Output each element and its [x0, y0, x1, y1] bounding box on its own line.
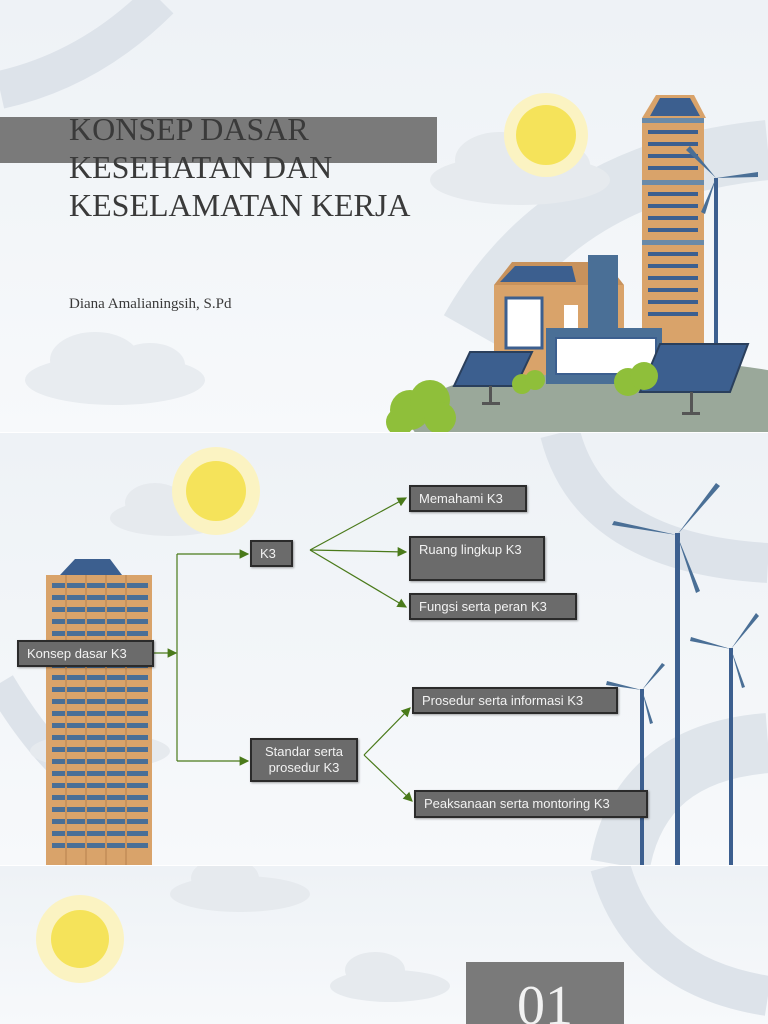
author-name: Diana Amalianingsih, S.Pd [69, 296, 232, 312]
arc-decoration [0, 0, 174, 109]
bush-icon [512, 362, 658, 396]
node-root: Konsep dasar K3 [17, 640, 154, 667]
bush-icon [386, 380, 456, 432]
tower-building-icon [642, 95, 706, 348]
wind-turbine-icon [612, 483, 720, 865]
node-standar-prosedur-k3: Standar serta prosedur K3 [250, 738, 358, 782]
node-pelaksanaan-monitoring-k3: Peaksanaan serta montoring K3 [414, 790, 648, 818]
cloud-icon [170, 866, 310, 912]
wind-turbine-icon [606, 663, 665, 865]
connector-lines [154, 497, 413, 802]
arc-decoration [590, 866, 768, 1016]
cloud-icon [330, 952, 450, 1002]
node-prosedur-informasi-k3: Prosedur serta informasi K3 [412, 687, 618, 714]
cloud-icon [25, 332, 205, 405]
sun-icon [186, 461, 246, 521]
node-memahami-k3: Memahami K3 [409, 485, 527, 512]
presentation-title: KONSEP DASAR KESEHATAN DAN KESELAMATAN K… [69, 111, 411, 223]
node-fungsi-peran-k3: Fungsi serta peran K3 [409, 593, 577, 620]
section-number-box: 01 [466, 962, 624, 1024]
mind-map-background [0, 433, 768, 865]
wind-turbine-icon [690, 613, 759, 865]
node-ruang-lingkup-k3: Ruang lingkup K3 [409, 536, 545, 581]
arc-decoration [590, 713, 768, 865]
section-slide: 01 [0, 866, 768, 1024]
title-slide: KONSEP DASAR KESEHATAN DAN KESELAMATAN K… [0, 0, 768, 432]
section-slide-background [36, 866, 768, 1016]
wind-turbine-icon [686, 146, 758, 348]
title-bar [0, 117, 437, 163]
sun-icon [516, 105, 576, 165]
tower-building-icon [46, 559, 152, 865]
mind-map-slide: Konsep dasar K3 K3 Memahami K3 Ruang lin… [0, 433, 768, 865]
arc-decoration [540, 433, 768, 583]
sun-icon [51, 910, 109, 968]
title-slide-background [0, 0, 768, 432]
section-number: 01 [517, 975, 573, 1024]
node-k3: K3 [250, 540, 293, 567]
